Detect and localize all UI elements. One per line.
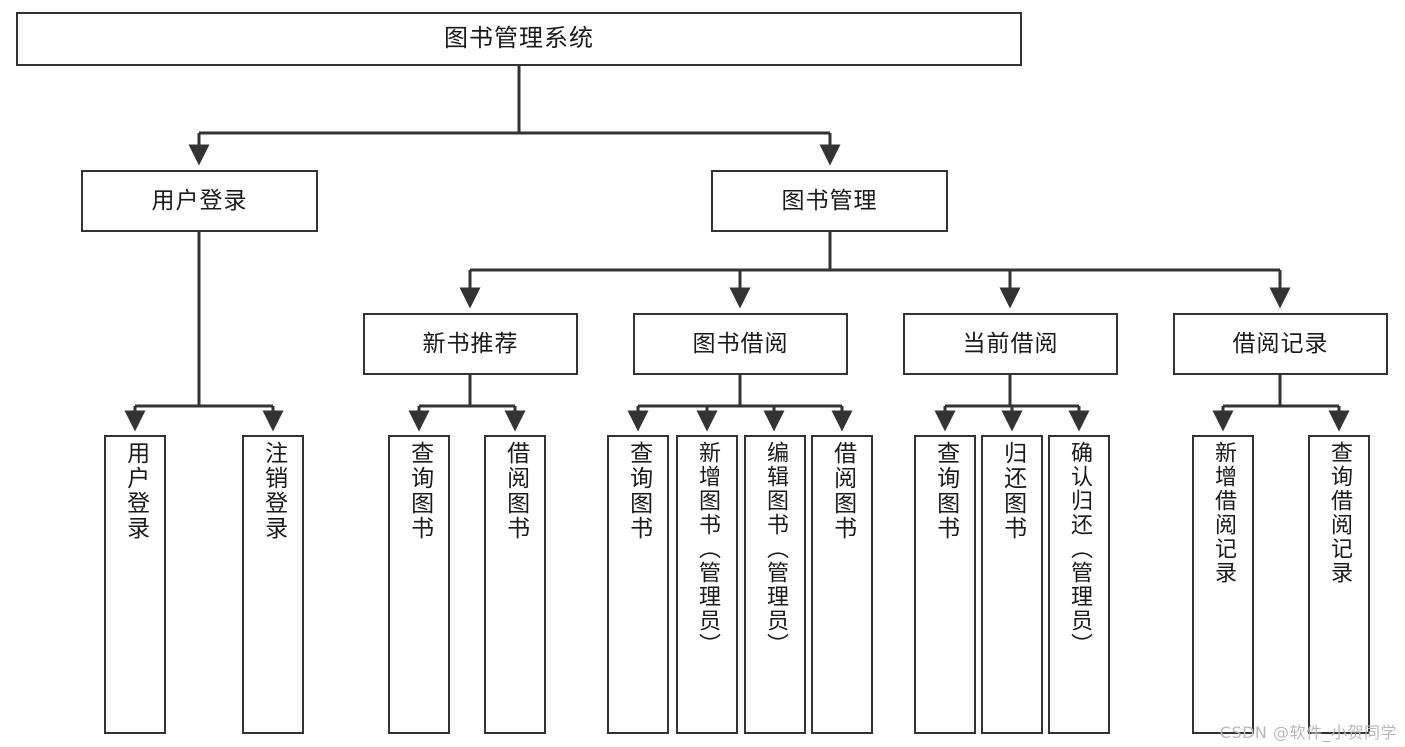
leaf-return-book[interactable]: 归还图书 [981,435,1043,734]
node-label: 图书管理 [781,187,878,214]
leaf-query-book-recommend[interactable]: 查询图书 [388,435,450,734]
node-borrow-record[interactable]: 借阅记录 [1173,313,1388,375]
node-label: 借阅图书 [502,441,529,541]
node-label: 新增图书（管理员） [694,441,720,657]
leaf-logout[interactable]: 注销登录 [242,435,304,734]
node-label: 查询借阅记录 [1326,441,1352,585]
leaf-query-borrow-record[interactable]: 查询借阅记录 [1308,435,1370,734]
leaf-borrow-book-recommend[interactable]: 借阅图书 [484,435,546,734]
node-label: 查询图书 [406,441,433,541]
node-label: 借阅图书 [829,441,856,541]
node-label: 确认归还（管理员） [1066,441,1092,657]
node-user-login[interactable]: 用户登录 [81,170,318,232]
csdn-watermark: CSDN @软件_小贺同学 [1219,723,1397,742]
node-label: 注销登录 [260,441,287,541]
node-label: 用户登录 [151,187,248,214]
node-label: 用户登录 [122,441,149,541]
leaf-borrow-book[interactable]: 借阅图书 [811,435,873,734]
leaf-add-borrow-record[interactable]: 新增借阅记录 [1192,435,1254,734]
leaf-query-book-current[interactable]: 查询图书 [914,435,976,734]
node-book-borrow[interactable]: 图书借阅 [633,313,848,375]
leaf-confirm-return-admin[interactable]: 确认归还（管理员） [1048,435,1110,734]
node-label: 图书管理系统 [444,24,594,53]
node-label: 借阅记录 [1232,330,1329,357]
node-label: 新增借阅记录 [1210,441,1236,585]
node-label: 编辑图书（管理员） [762,441,788,657]
node-root-book-management-system[interactable]: 图书管理系统 [16,12,1022,66]
node-label: 查询图书 [932,441,959,541]
node-label: 图书借阅 [692,330,789,357]
node-label: 当前借阅 [962,330,1059,357]
node-current-borrow[interactable]: 当前借阅 [903,313,1118,375]
leaf-add-book-admin[interactable]: 新增图书（管理员） [676,435,738,734]
node-new-book-recommend[interactable]: 新书推荐 [363,313,578,375]
leaf-user-login[interactable]: 用户登录 [104,435,166,734]
node-label: 新书推荐 [422,330,519,357]
node-book-management[interactable]: 图书管理 [711,170,948,232]
node-label: 查询图书 [625,441,652,541]
node-label: 归还图书 [999,441,1026,541]
leaf-query-book-borrow[interactable]: 查询图书 [607,435,669,734]
leaf-edit-book-admin[interactable]: 编辑图书（管理员） [744,435,806,734]
